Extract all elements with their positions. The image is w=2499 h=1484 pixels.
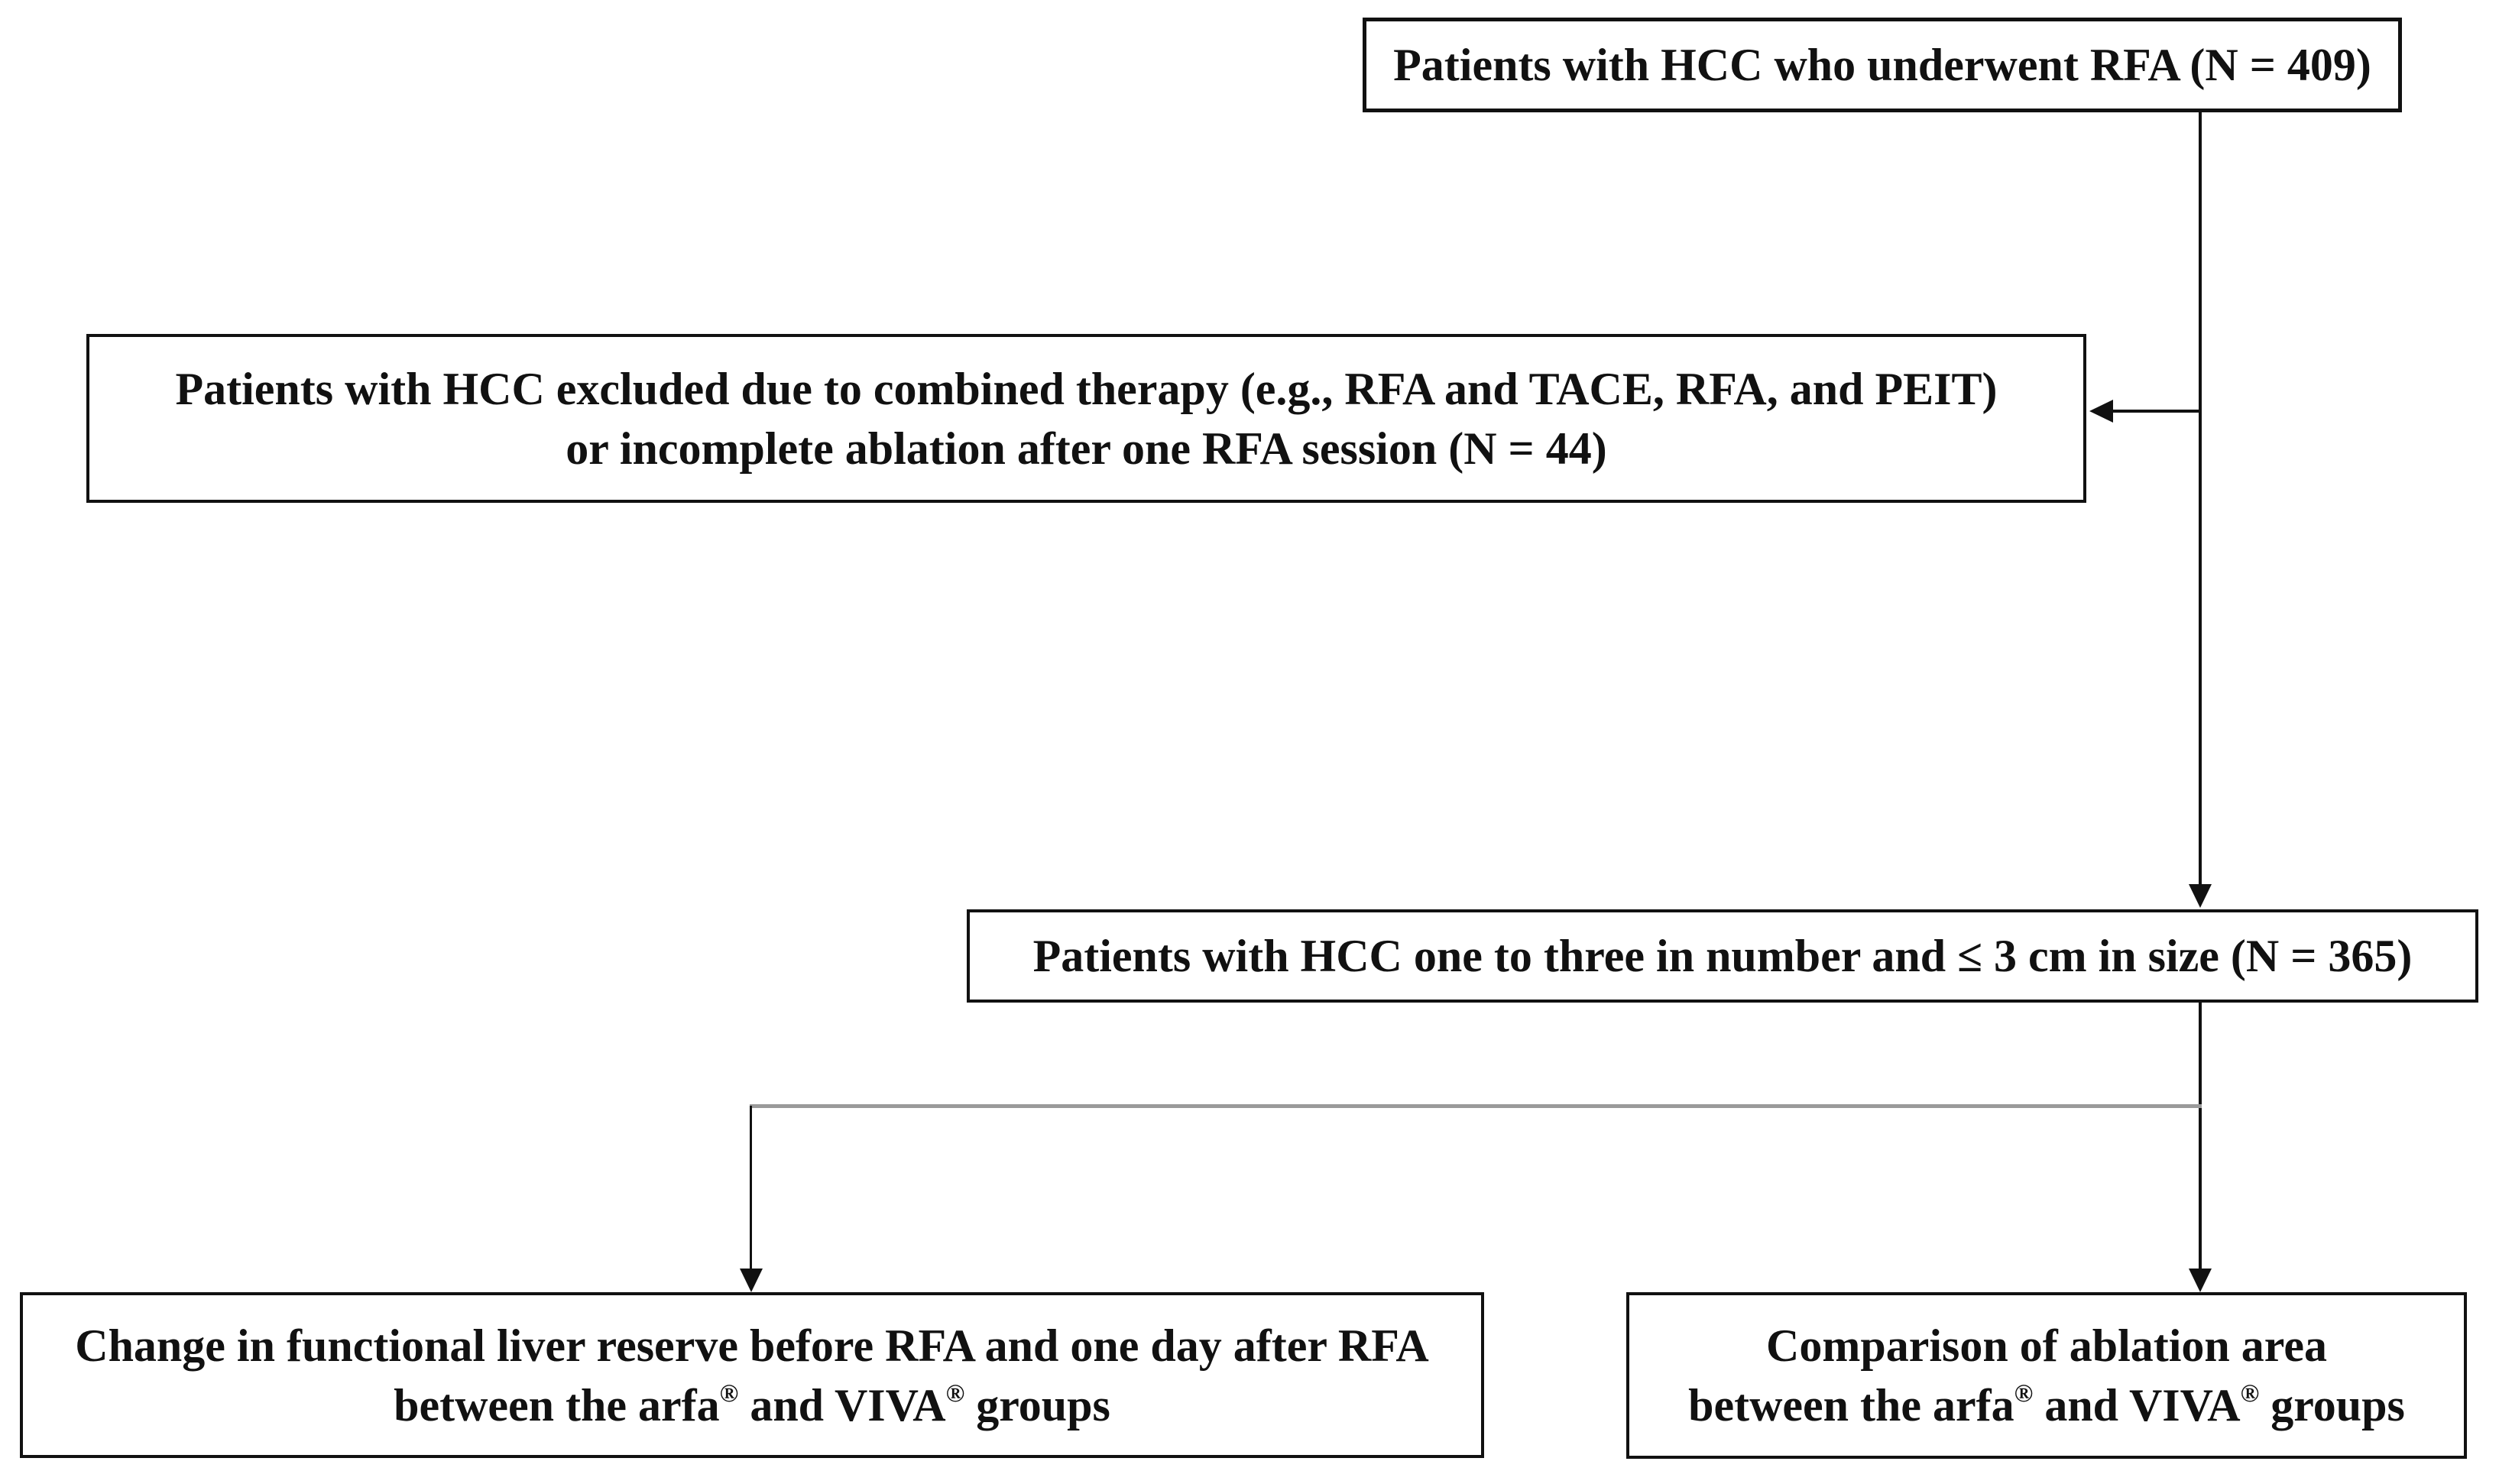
- connector-eligible-to-split: [2199, 1003, 2202, 1269]
- node-excluded-patients-line2: or incomplete ablation after one RFA ses…: [566, 423, 1607, 474]
- node-outcome-ablation-area-line1: Comparison of ablation area: [1766, 1320, 2327, 1371]
- text-segment: groups: [964, 1379, 1110, 1431]
- text-segment: between the arfa: [1688, 1380, 2014, 1431]
- node-patients-underwent-rfa: Patients with HCC who underwent RFA (N =…: [1363, 18, 2402, 112]
- arrowhead-down-ablation-icon: [2189, 1269, 2212, 1292]
- text-segment: and VIVA: [2033, 1380, 2241, 1431]
- node-outcome-liver-reserve: Change in functional liver reserve befor…: [20, 1292, 1484, 1458]
- node-outcome-ablation-area-line2: between the arfa® and VIVA® groups: [1688, 1375, 2405, 1435]
- node-outcome-liver-reserve-line2: between the arfa® and VIVA® groups: [394, 1375, 1110, 1435]
- connector-split-horizontal: [750, 1104, 2202, 1108]
- node-excluded-patients: Patients with HCC excluded due to combin…: [86, 334, 2086, 503]
- registered-mark-icon: ®: [2240, 1380, 2260, 1408]
- connector-to-excluded: [2109, 410, 2200, 413]
- node-outcome-liver-reserve-line1: Change in functional liver reserve befor…: [75, 1320, 1429, 1371]
- arrowhead-down-liver-icon: [740, 1269, 763, 1292]
- registered-mark-icon: ®: [945, 1379, 965, 1408]
- text-segment: between the arfa: [394, 1379, 720, 1431]
- text-segment: groups: [2259, 1380, 2405, 1431]
- text-segment: and VIVA: [738, 1379, 946, 1431]
- registered-mark-icon: ®: [719, 1379, 739, 1408]
- registered-mark-icon: ®: [2014, 1380, 2034, 1408]
- node-patients-underwent-rfa-text: Patients with HCC who underwent RFA (N =…: [1393, 40, 2371, 90]
- node-outcome-ablation-area: Comparison of ablation area between the …: [1626, 1292, 2467, 1459]
- connector-split-to-liver: [750, 1106, 752, 1269]
- node-excluded-patients-line1: Patients with HCC excluded due to combin…: [175, 363, 1998, 414]
- arrowhead-down-eligible-icon: [2189, 884, 2212, 908]
- connector-top-to-eligible: [2199, 112, 2202, 885]
- node-eligible-patients-text: Patients with HCC one to three in number…: [1032, 931, 2413, 981]
- node-eligible-patients: Patients with HCC one to three in number…: [967, 909, 2478, 1003]
- arrowhead-left-excluded-icon: [2089, 400, 2113, 423]
